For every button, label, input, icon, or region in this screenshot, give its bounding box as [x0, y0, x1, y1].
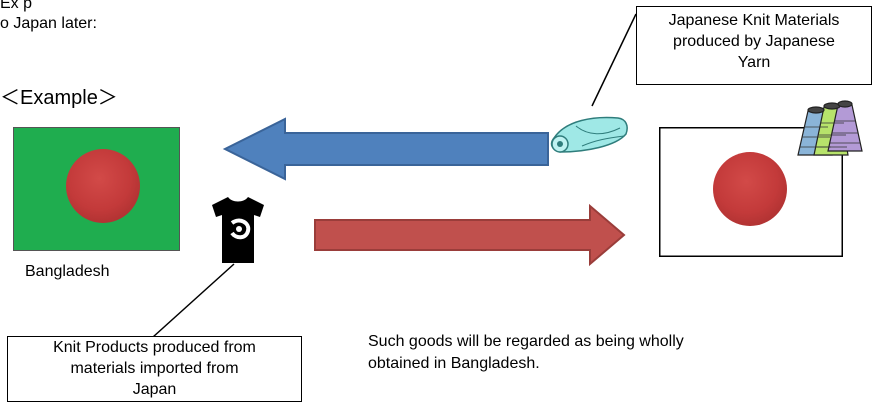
products-callout-leader — [152, 263, 235, 338]
conclusion-line-2: obtained in Bangladesh. — [368, 355, 540, 372]
materials-callout-line-2: produced by Japanese — [673, 33, 835, 50]
yarn-spools-icon — [797, 100, 863, 156]
products-callout: Knit Products produced from materials im… — [7, 336, 302, 402]
header-line-2: o Japan later: — [0, 15, 97, 32]
example-label: ＜Example＞ — [0, 87, 118, 109]
fabric-roll-icon — [550, 116, 628, 153]
arrow-products-to-japan — [314, 203, 626, 267]
materials-callout-line-1: Japanese Knit Materials — [668, 12, 840, 29]
materials-callout: Japanese Knit Materials produced by Japa… — [636, 6, 872, 85]
products-callout-line-2: materials imported from — [70, 360, 239, 377]
products-callout-line-3: Japan — [132, 381, 177, 398]
bangladesh-flag — [13, 127, 180, 251]
t-shirt-icon — [212, 197, 264, 263]
country-label-bangladesh: Bangladesh — [25, 263, 110, 280]
header-line-1: Ex p — [0, 0, 33, 12]
materials-callout-line-3: Yarn — [737, 54, 771, 71]
conclusion-text: Such goods will be regarded as being who… — [368, 331, 684, 375]
materials-callout-leader — [591, 13, 637, 107]
conclusion-line-1: Such goods will be regarded as being who… — [368, 333, 684, 350]
arrow-materials-to-bangladesh — [222, 117, 549, 181]
products-callout-line-1: Knit Products produced from — [53, 339, 256, 356]
